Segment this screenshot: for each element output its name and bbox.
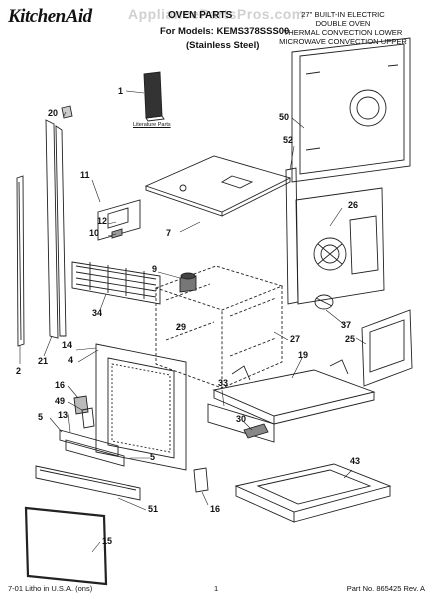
part-callout: 50 [279, 112, 290, 122]
fan-motor [314, 294, 334, 310]
leader-lines [19, 90, 367, 553]
top-panel [144, 155, 292, 217]
vent-duct [207, 403, 275, 443]
part-callout: 29 [176, 322, 187, 332]
part-callout: 1 [118, 86, 124, 96]
bottom-panel [234, 463, 392, 523]
door-gasket [24, 506, 108, 586]
footer-part-number: Part No. 865425 Rev. A [346, 584, 425, 593]
side-bracket [285, 167, 299, 305]
part-callout: 25 [345, 334, 356, 344]
description-line: 27" BUILT-IN ELECTRIC [301, 10, 385, 19]
electronic-control [97, 199, 141, 241]
literature-booklet [143, 71, 165, 122]
part-callout: 15 [102, 536, 113, 546]
oven-cavity [154, 265, 284, 389]
part-callout: 30 [236, 414, 247, 424]
model-number: For Models: KEMS378SSS00 [160, 26, 290, 37]
part-callout: 52 [283, 135, 294, 145]
part-callout: 34 [92, 308, 103, 318]
part-callout: 16 [210, 504, 221, 514]
back-panel [291, 37, 411, 183]
bottom-trim [35, 465, 141, 501]
door-hardware [59, 395, 125, 467]
heating-element [361, 309, 413, 387]
part-callout: 16 [55, 380, 66, 390]
footer-litho: 7-01 Litho in U.S.A. (ons) [8, 584, 93, 593]
part-callout: 26 [348, 200, 359, 210]
description-line: THERMAL CONVECTION LOWER [283, 28, 403, 37]
description-line: DOUBLE OVEN [315, 19, 371, 28]
sheet-title: OVEN PARTS [168, 10, 233, 21]
part-callout: 7 [166, 228, 172, 238]
part-callout: 2 [16, 366, 22, 376]
part-callout: 12 [97, 216, 108, 226]
convection-fan-assembly [295, 187, 385, 305]
model-variant: (Stainless Steel) [186, 40, 260, 51]
part-callout: 11 [80, 170, 90, 180]
product-description: 27" BUILT-IN ELECTRIC DOUBLE OVEN THERMA… [263, 10, 423, 46]
part-callout: 49 [55, 396, 66, 406]
part-callout: 19 [298, 350, 309, 360]
description-line: MICROWAVE CONVECTION UPPER [279, 37, 407, 46]
part-callout: 10 [89, 228, 100, 238]
footer-page-number: 1 [214, 584, 219, 593]
part-callout: 43 [350, 456, 361, 466]
part-callout: 5 [150, 452, 156, 462]
part-callout: 5 [38, 412, 44, 422]
thermostat [179, 272, 197, 293]
part-callout: 27 [290, 334, 301, 344]
part-callout: 51 [148, 504, 159, 514]
part-callout: 14 [62, 340, 73, 350]
part-callout: 13 [58, 410, 69, 420]
brand-logo: KitchenAid [8, 6, 92, 27]
literature-parts-label: Literature Parts [133, 122, 171, 128]
control-panel [71, 261, 161, 305]
part-callout: 37 [341, 320, 352, 330]
part-callout: 4 [68, 355, 74, 365]
part-callout: 33 [218, 378, 229, 388]
watermark: AppliancePartsPros.com [128, 6, 305, 22]
left-trim [45, 105, 73, 339]
hinge [193, 467, 209, 493]
part-callout: 21 [38, 356, 49, 366]
door-frame [95, 343, 187, 471]
left-strip [16, 175, 25, 347]
part-callout: 20 [48, 108, 59, 118]
bottom-tray [212, 359, 376, 425]
part-callout: 9 [152, 264, 158, 274]
